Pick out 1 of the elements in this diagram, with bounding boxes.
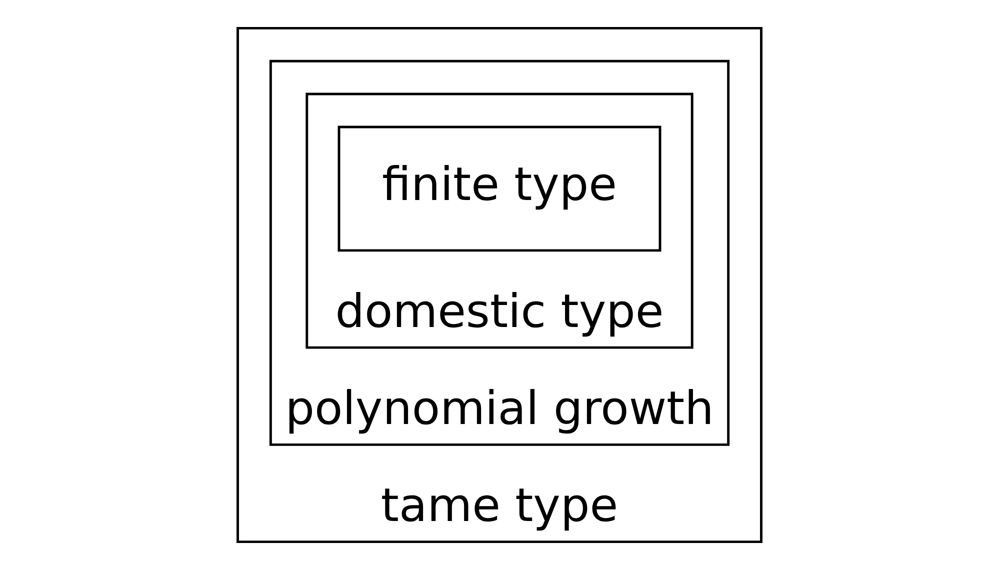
node-box: finite type [338, 126, 662, 252]
